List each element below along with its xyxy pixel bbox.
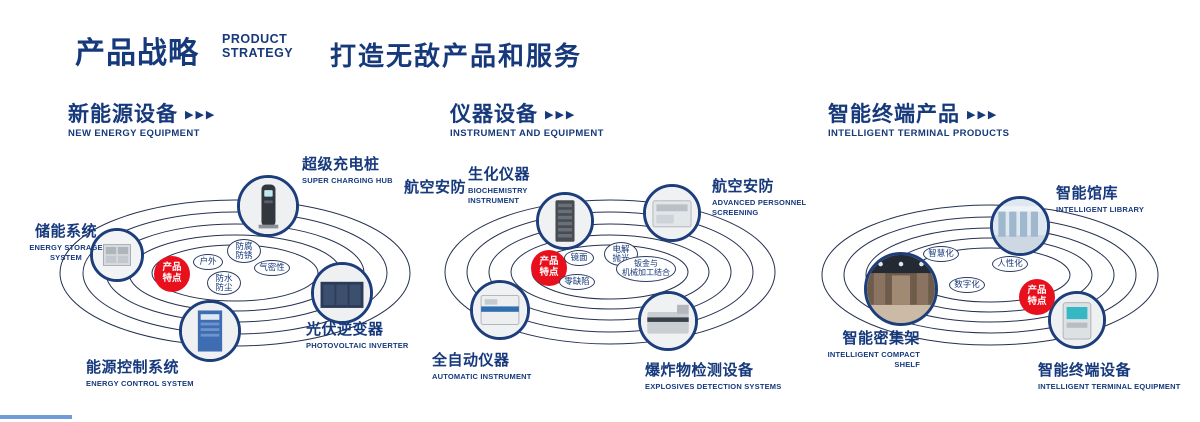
side-label-aviation-security: 航空安防: [404, 179, 467, 196]
compact-shelf-image: [867, 255, 935, 323]
section-title-intelligent: 智能终端产品 ▶▶▶: [828, 98, 998, 128]
product-name: 生化仪器: [468, 166, 531, 183]
product-label-intelligent-library: 智能馆库 INTELLIGENT LIBRARY: [1056, 182, 1144, 215]
feature-bubble: 零缺陷: [559, 274, 595, 290]
product-name: 能源控制系统: [86, 359, 180, 376]
section-title-text: 仪器设备: [450, 103, 538, 126]
biochemistry-instrument-image: [539, 195, 591, 247]
product-name: 智能馆库: [1056, 185, 1119, 202]
product-name-en: AUTOMATIC INSTRUMENT: [432, 372, 532, 381]
page-title: 产品战略: [75, 37, 199, 70]
page-tagline: 打造无敌产品和服务: [330, 41, 583, 71]
product-circle-automatic-instrument: [470, 280, 530, 340]
product-circle-super-charging-hub: [237, 175, 299, 237]
triple-arrow-icon: ▶▶▶: [185, 109, 217, 121]
product-circle-intelligent-terminal: [1048, 291, 1106, 349]
product-name-en: ENERGY STORAGE SYSTEM: [29, 243, 103, 262]
product-circle-personnel-screening: [643, 184, 701, 242]
product-name-en: PHOTOVOLTAIC INVERTER: [306, 341, 409, 350]
product-label-super-charging-hub: 超级充电桩 SUPER CHARGING HUB: [302, 153, 393, 186]
personnel-screening-image: [646, 187, 698, 239]
energy-control-image: [182, 303, 238, 359]
feature-bubble: 防水 防尘: [207, 271, 241, 295]
product-label-biochemistry: 生化仪器 BIOCHEMISTRY INSTRUMENT: [468, 163, 530, 206]
product-label-energy-storage: 储能系统 ENERGY STORAGE SYSTEM: [26, 220, 106, 263]
page-subtitle: PRODUCT STRATEGY: [222, 32, 294, 60]
feature-bubble: 户外: [193, 254, 223, 270]
product-name: 全自动仪器: [432, 352, 510, 369]
triple-arrow-icon: ▶▶▶: [967, 109, 999, 121]
energy-storage-image: [93, 231, 141, 279]
explosives-detection-image: [641, 294, 695, 348]
section-subtitle-new-energy: NEW ENERGY EQUIPMENT: [68, 128, 200, 139]
section-title-text: 智能终端产品: [828, 103, 960, 126]
product-name-en: ENERGY CONTROL SYSTEM: [86, 379, 194, 388]
product-name-en: INTELLIGENT LIBRARY: [1056, 205, 1145, 214]
product-name: 储能系统: [34, 223, 97, 240]
pv-inverter-image: [314, 265, 370, 321]
product-name-en: SUPER CHARGING HUB: [302, 176, 393, 185]
product-label-energy-control: 能源控制系统 ENERGY CONTROL SYSTEM: [86, 356, 194, 389]
triple-arrow-icon: ▶▶▶: [545, 109, 577, 121]
feature-bubble: 数字化: [949, 277, 985, 293]
orbit-rings-intelligent: [821, 204, 1159, 346]
feature-bubble: 气密性: [254, 260, 290, 276]
intelligent-terminal-image: [1051, 294, 1103, 346]
product-label-pv-inverter: 光伏逆变器 PHOTOVOLTAIC INVERTER: [306, 318, 409, 351]
product-label-explosives-detection: 爆炸物检测设备 EXPLOSIVES DETECTION SYSTEMS: [645, 359, 781, 392]
product-circle-biochemistry: [536, 192, 594, 250]
product-name-en: ADVANCED PERSONNEL SCREENING: [712, 198, 807, 217]
section-title-instrument: 仪器设备 ▶▶▶: [450, 98, 576, 128]
feature-bubble: 智慧化: [923, 246, 959, 262]
product-name-en: EXPLOSIVES DETECTION SYSTEMS: [645, 382, 782, 391]
product-circle-compact-shelf: [864, 252, 938, 326]
product-name: 智能密集架: [842, 330, 920, 347]
feature-bubble: 人性化: [992, 256, 1028, 272]
product-label-automatic-instrument: 全自动仪器 AUTOMATIC INSTRUMENT: [432, 349, 532, 382]
product-name: 航空安防: [712, 178, 775, 195]
product-name-en: INTELLIGENT COMPACT SHELF: [827, 350, 920, 369]
product-label-personnel-screening: 航空安防 ADVANCED PERSONNEL SCREENING: [712, 175, 806, 218]
product-name: 超级充电桩: [302, 156, 380, 173]
product-circle-explosives-detection: [638, 291, 698, 351]
feature-bubble: 钣金与 机械加工结合: [616, 256, 676, 282]
product-name-en: INTELLIGENT TERMINAL EQUIPMENT: [1038, 382, 1181, 391]
section-subtitle-intelligent: INTELLIGENT TERMINAL PRODUCTS: [828, 128, 1010, 139]
super-charging-hub-image: [240, 178, 296, 234]
product-name: 光伏逆变器: [306, 321, 384, 338]
section-subtitle-instrument: INSTRUMENT AND EQUIPMENT: [450, 128, 604, 139]
product-name: 爆炸物检测设备: [645, 362, 754, 379]
product-name-en: BIOCHEMISTRY INSTRUMENT: [468, 186, 528, 205]
product-circle-energy-control: [179, 300, 241, 362]
section-title-text: 新能源设备: [68, 103, 178, 126]
product-circle-pv-inverter: [311, 262, 373, 324]
feature-bubble: 镜面: [564, 250, 594, 266]
product-name: 智能终端设备: [1038, 362, 1132, 379]
feature-bubble: 防腐 防锈: [227, 239, 261, 263]
product-label-intelligent-terminal: 智能终端设备 INTELLIGENT TERMINAL EQUIPMENT: [1038, 359, 1181, 392]
product-label-compact-shelf: 智能密集架 INTELLIGENT COMPACT SHELF: [806, 327, 920, 370]
section-title-new-energy: 新能源设备 ▶▶▶: [68, 98, 216, 128]
automatic-instrument-image: [473, 283, 527, 337]
feature-badge-new-energy: 产品 特点: [154, 256, 190, 292]
intelligent-library-image: [993, 199, 1047, 253]
feature-badge-intelligent: 产品 特点: [1019, 279, 1055, 315]
product-circle-energy-storage: [90, 228, 144, 282]
decor-strip: [0, 415, 72, 419]
product-circle-intelligent-library: [990, 196, 1050, 256]
